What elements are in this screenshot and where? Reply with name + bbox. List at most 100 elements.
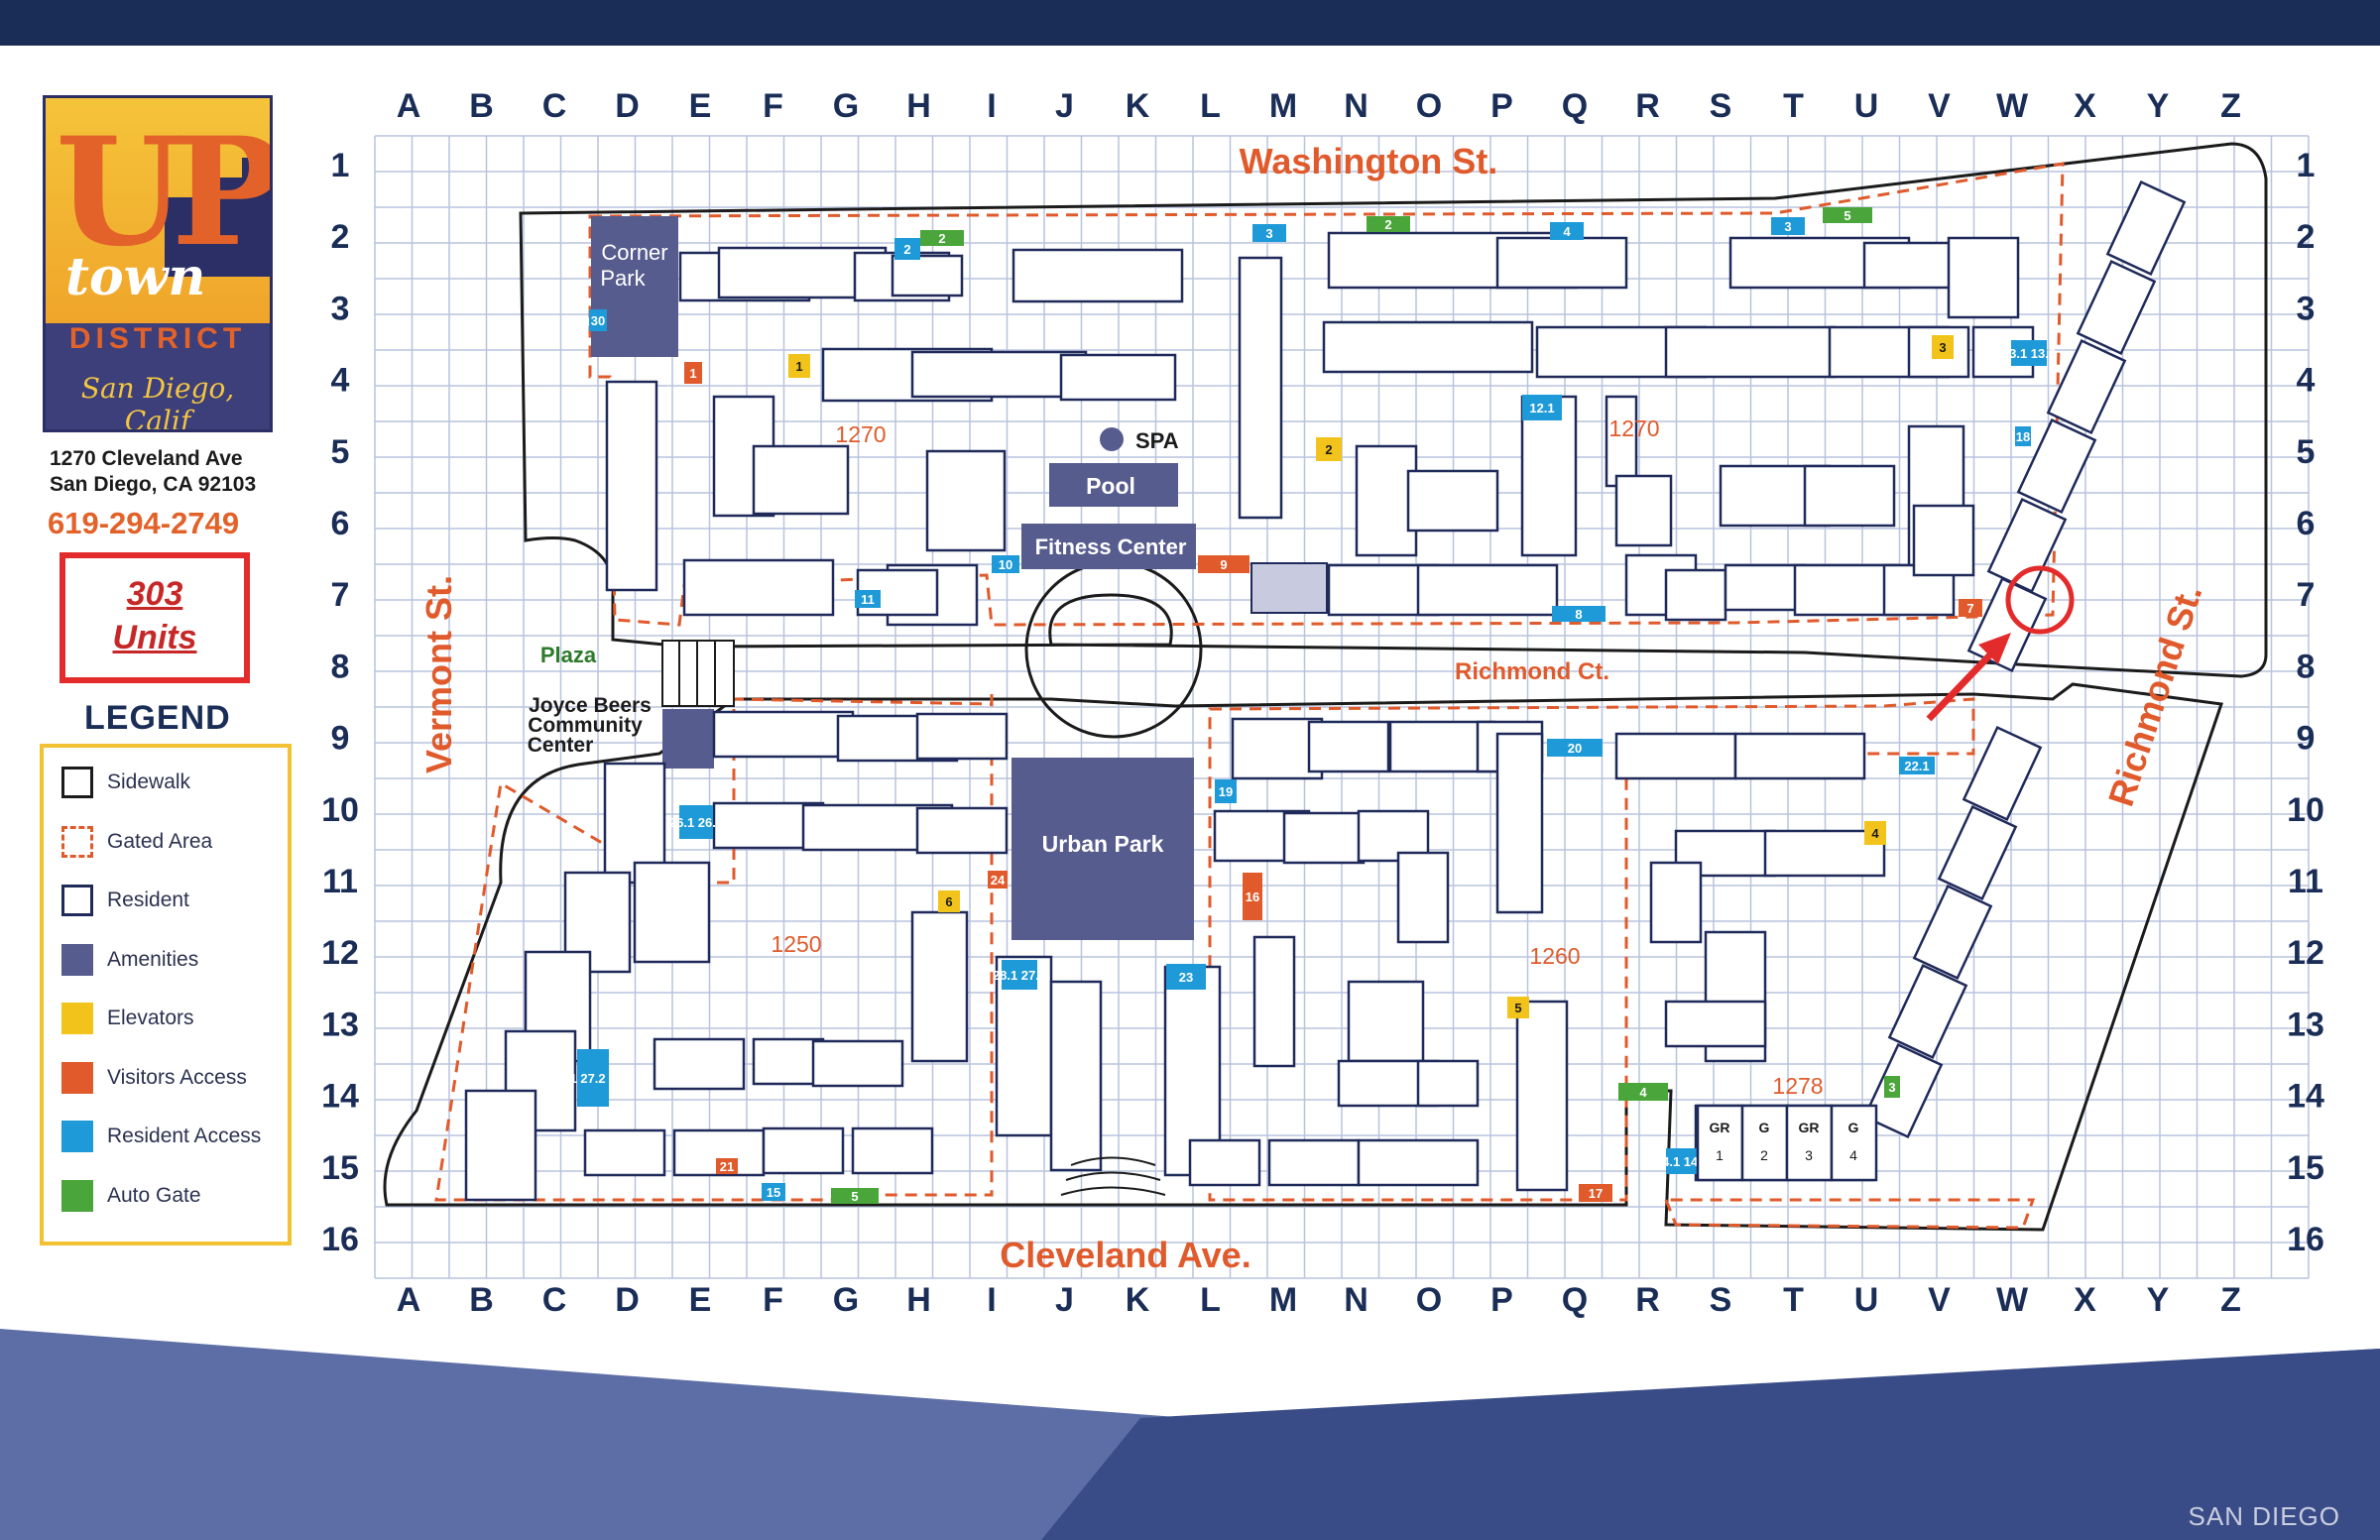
access-point-resident [1252,224,1286,242]
access-point-label: 5 [1514,1001,1521,1015]
access-point-label: 21 [720,1159,734,1174]
street-richmond-ct: Richmond Ct. [1455,658,1609,685]
resident-building [605,380,658,592]
right-row-label-2: 2 [2297,218,2316,256]
bottom-column-label-j: J [1055,1281,1074,1319]
bottom-column-label-y: Y [2147,1281,2170,1319]
top-column-label-l: L [1200,87,1221,125]
legend-label: Visitors Access [107,1065,247,1089]
bottom-column-label-q: Q [1562,1281,1588,1319]
legend-item-resident-access: Resident Access [61,1120,261,1153]
legend-item-amenities: Amenities [61,943,198,977]
legend-swatch [61,885,93,916]
corner-park [591,216,678,357]
top-column-label-o: O [1416,87,1442,125]
top-column-label-x: X [2074,87,2096,125]
access-point-label: 7 [1966,601,1973,616]
uptown-district-logo: UP town DISTRICT San Diego, Calif [43,95,273,432]
logo-building [220,178,242,277]
bottom-column-label-x: X [2074,1281,2096,1319]
resident-building [1188,1138,1261,1187]
access-point-label: 4 [1563,224,1571,239]
bottom-column-label-a: A [397,1281,421,1319]
garage [1696,1104,1744,1182]
right-row-label-9: 9 [2297,720,2316,758]
access-point-resident [1899,757,1935,774]
community-center-word-1: Joyce Beers [529,694,652,717]
bottom-column-label-e: E [689,1281,712,1319]
access-point-label: 10 [999,557,1012,572]
bottom-column-label-d: D [615,1281,640,1319]
legend-swatch [61,825,93,858]
right-row-label-10: 10 [2287,791,2324,829]
resident-building [1495,732,1544,914]
access-point-label: 17 [1589,1186,1603,1201]
bottom-column-label-z: Z [2220,1281,2241,1319]
access-point-elevator [788,354,810,378]
legend-label: Sidewalk [107,770,191,793]
resident-building-east-strip [1887,963,1968,1060]
legend-item-auto-gate: Auto Gate [61,1179,201,1213]
right-row-label-8: 8 [2297,648,2316,685]
access-point-auto [1618,1083,1668,1101]
legend-item-visitors-access: Visitors Access [61,1061,247,1095]
top-column-label-j: J [1055,87,1074,125]
resident-building [1357,1138,1480,1187]
access-point-elevator [1507,997,1529,1018]
left-row-label-11: 11 [322,863,358,900]
resident-building [712,710,855,759]
garage-label: GR [1799,1120,1820,1135]
access-point-label: 2 [903,242,910,257]
access-point-label: 3 [1888,1080,1895,1095]
left-row-label-14: 14 [321,1078,359,1116]
access-point-visitor [988,871,1008,888]
resident-building-east-strip [1912,884,1993,981]
garage [1740,1104,1789,1182]
community-center-word-2: Community [528,714,643,737]
street-vermont: Vermont St. [418,575,459,773]
left-row-label-2: 2 [331,218,350,256]
top-column-label-f: F [763,87,783,125]
resident-building [1307,720,1390,773]
phone-number[interactable]: 619-294-2749 [48,506,240,540]
access-point-visitor [1243,873,1262,920]
pool-label: Pool [1086,473,1135,499]
access-point-auto [1884,1076,1900,1098]
logo-building [242,158,270,277]
resident-building-east-strip [1862,1042,1944,1139]
left-row-label-9: 9 [331,720,350,758]
bottom-column-label-r: R [1635,1281,1660,1319]
street-richmond: Richmond St. [2100,579,2210,810]
resident-building [1347,980,1425,1063]
access-point-label: 2 [1384,217,1391,232]
bottom-column-label-b: B [469,1281,494,1319]
access-point-resident [1550,222,1584,240]
access-point-resident [894,238,920,260]
access-point-resident [2011,340,2047,366]
building-1270-east: 1270 [1608,415,1659,441]
resident-building [1416,563,1559,617]
bottom-column-label-k: K [1126,1281,1150,1319]
right-row-label-3: 3 [2297,290,2316,327]
building-1250: 1250 [771,931,821,957]
units-label: Units [112,619,197,656]
right-row-label-5: 5 [2297,433,2316,471]
resident-building [1406,469,1499,533]
resident-building [1664,1000,1767,1048]
top-column-label-t: T [1783,87,1804,125]
access-point-label: 2 [1325,442,1332,457]
garage [1785,1104,1834,1182]
bottom-column-label-h: H [906,1281,931,1319]
bottom-column-label-u: U [1854,1281,1879,1319]
bottom-column-label-w: W [1996,1281,2029,1319]
watermark: SAN DIEGO [2188,1501,2340,1531]
resident-building [464,1089,537,1202]
resident-building [1267,1138,1361,1187]
logo-building [194,138,220,277]
access-point-label: 5 [851,1189,858,1204]
logo-town-text: town [65,247,206,307]
bottom-column-label-v: V [1928,1281,1951,1319]
resident-building [583,1128,666,1177]
